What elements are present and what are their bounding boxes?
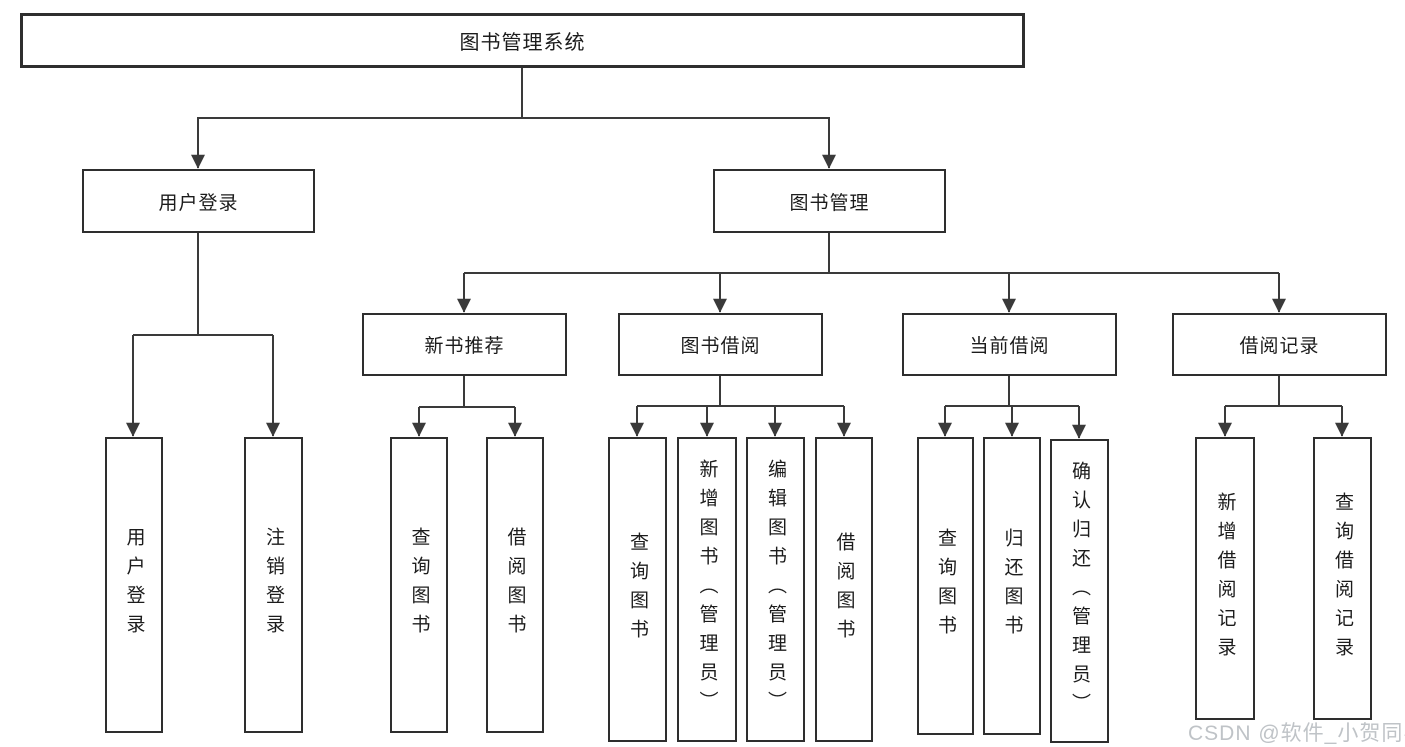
- node-logout-label: 注销登录: [263, 527, 284, 643]
- node-borrow-books-recommend: 借阅图书: [486, 437, 544, 733]
- node-new-book-recommend-label: 新书推荐: [424, 336, 505, 357]
- node-add-books-admin-label: 新增图书（管理员）: [696, 459, 718, 720]
- node-return-books: 归还图书: [983, 437, 1041, 735]
- node-add-borrow-record: 新增借阅记录: [1195, 437, 1255, 720]
- node-current-borrowing-label: 当前借阅: [969, 336, 1050, 357]
- node-edit-books-admin-label: 编辑图书（管理员）: [765, 459, 786, 720]
- node-user-login-label: 用户登录: [158, 192, 239, 214]
- node-query-books-borrow: 查询图书: [608, 437, 667, 742]
- node-query-borrow-record-label: 查询借阅记录: [1332, 491, 1353, 666]
- node-logout: 注销登录: [244, 437, 303, 733]
- node-new-book-recommend: 新书推荐: [362, 313, 567, 376]
- node-borrow-records: 借阅记录: [1172, 313, 1387, 376]
- node-borrow-records-label: 借阅记录: [1239, 336, 1320, 357]
- node-confirm-return-admin-label: 确认归还（管理员）: [1069, 460, 1090, 722]
- node-book-management: 图书管理: [713, 169, 946, 233]
- node-library-system-label: 图书管理系统: [459, 32, 586, 54]
- node-query-books-recommend: 查询图书: [390, 437, 448, 733]
- node-user-login-leaf: 用户登录: [105, 437, 163, 733]
- node-query-borrow-record: 查询借阅记录: [1313, 437, 1372, 720]
- node-query-books-recommend-label: 查询图书: [408, 527, 430, 643]
- node-book-borrowing: 图书借阅: [618, 313, 823, 376]
- node-confirm-return-admin: 确认归还（管理员）: [1050, 439, 1109, 743]
- csdn-watermark: CSDN @软件_小贺同学: [1188, 722, 1405, 745]
- node-user-login: 用户登录: [82, 169, 315, 233]
- node-query-books-borrow-label: 查询图书: [627, 531, 648, 648]
- node-query-books-current: 查询图书: [917, 437, 974, 735]
- node-add-borrow-record-label: 新增借阅记录: [1214, 491, 1236, 666]
- node-query-books-current-label: 查询图书: [935, 528, 956, 644]
- node-borrow-books-leaf: 借阅图书: [815, 437, 873, 742]
- node-edit-books-admin: 编辑图书（管理员）: [746, 437, 805, 742]
- node-current-borrowing: 当前借阅: [902, 313, 1117, 376]
- node-book-borrowing-label: 图书借阅: [680, 336, 761, 357]
- node-return-books-label: 归还图书: [1001, 528, 1023, 644]
- node-borrow-books-recommend-label: 借阅图书: [504, 527, 526, 643]
- node-user-login-leaf-label: 用户登录: [123, 527, 145, 643]
- node-book-management-label: 图书管理: [789, 192, 870, 214]
- node-borrow-books-leaf-label: 借阅图书: [833, 531, 855, 648]
- node-add-books-admin: 新增图书（管理员）: [677, 437, 737, 742]
- node-library-system: 图书管理系统: [20, 13, 1025, 68]
